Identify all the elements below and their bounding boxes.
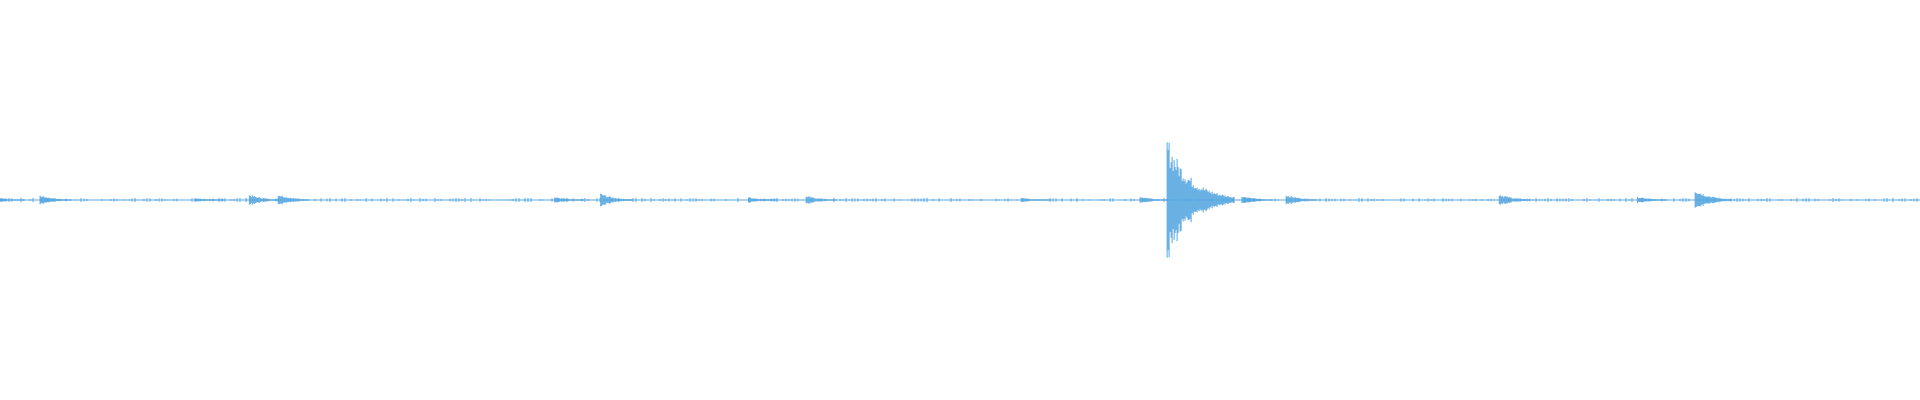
- waveform-burst: [805, 196, 837, 204]
- waveform-burst: [1020, 197, 1051, 203]
- waveform-burst: [1498, 195, 1531, 205]
- waveform-burst: [554, 197, 585, 203]
- waveform-burst: [1139, 196, 1171, 204]
- waveform-burst: [1166, 142, 1235, 258]
- waveform-noise: [0, 197, 1918, 203]
- waveform-burst: [1241, 196, 1273, 204]
- waveform-burst: [1694, 192, 1731, 208]
- waveform-burst: [748, 197, 779, 203]
